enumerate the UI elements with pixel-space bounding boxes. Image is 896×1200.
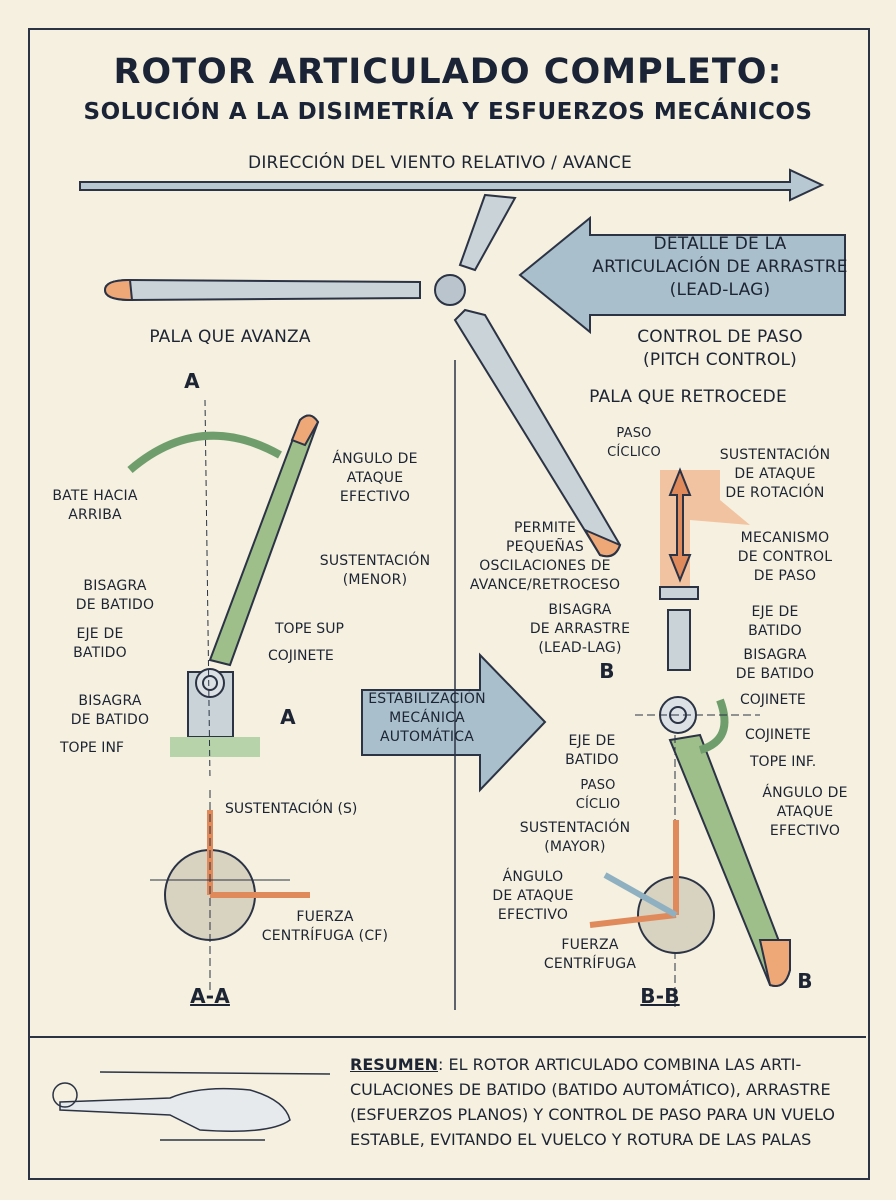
oscillation-label: PERMITE PEQUEÑAS OSCILACIONES DE AVANCE/… [469,520,621,593]
section-a-marker-side: A [280,705,296,729]
bearing-label-right-2: COJINETE [745,727,811,743]
summary-body: : EL ROTOR ARTICULADO COMBINA LAS ARTI-C… [350,1055,835,1149]
section-b-title: B-B [640,984,680,1008]
flap-axis-label-right-1: EJE DE BATIDO [748,604,802,639]
flap-hinge-label-right: BISAGRA DE BATIDO [735,647,815,682]
lift-less-label: SUSTENTACIÓN (MENOR) [319,553,431,588]
section-b-marker-bottom: B [797,969,813,993]
pitch-control-label: CONTROL DE PASO (PITCH CONTROL) [637,327,803,370]
retreating-blade-label: PALA QUE RETROCEDE [589,387,787,407]
cf-label-right: FUERZA CENTRÍFUGA [543,937,637,972]
stabilization-label: ESTABILIZACIÓN MECÁNICA AUTOMÁTICA [368,691,486,745]
bottom-stop-label-right: TOPE INF. [750,754,817,770]
rotor-hub [434,274,466,306]
lift-s-label: SUSTENTACIÓN (S) [225,801,358,817]
cyclic-label-2: PASO CÍCLIO [575,778,621,812]
section-b-marker-top: B [599,659,615,683]
bearing-label-right-1: COJINETE [740,692,806,708]
detail-label: DETALLE DE LA ARTICULACIÓN DE ARRASTRE (… [592,234,848,300]
helicopter-illustration [52,1071,331,1141]
lift-more-label: SUSTENTACIÓN (MAYOR) [519,820,631,855]
flap-up-label: BATE HACIA ARRIBA [52,488,138,523]
bottom-stop-label-left: TOPE INF [60,740,124,756]
flap-axis-label-right-2: EJE DE BATIDO [565,733,619,768]
aoa-label-right-2: ÁNGULO DE ATAQUE EFECTIVO [492,869,574,923]
flap-hinge-left [195,668,225,698]
outer-frame [28,28,870,1180]
wind-arrow [79,168,825,202]
top-blade [458,193,517,272]
cf-label-left: FUERZA CENTRÍFUGA (CF) [261,909,389,944]
summary-frame [28,1036,866,1178]
advancing-blade-label: PALA QUE AVANZA [149,327,311,347]
lift-double-arrow [668,467,692,583]
section-a-marker-top: A [184,369,200,393]
title-line-1: ROTOR ARTICULADO COMPLETO: [113,52,783,92]
aoa-label-right-1: ÁNGULO DE ATAQUE EFECTIVO [762,785,848,839]
top-stop-label: TOPE SUP [275,621,344,637]
flap-arrow-left [127,431,282,474]
pitch-mechanism [667,609,691,671]
flap-hinge-label-2: BISAGRA DE BATIDO [70,693,150,728]
wind-label: DIRECCIÓN DEL VIENTO RELATIVO / AVANCE [248,153,632,173]
stabilization-arrow [361,652,547,793]
title-line-2: SOLUCIÓN A LA DISIMETRÍA Y ESFUERZOS MEC… [83,99,813,125]
summary-text: RESUMEN: EL ROTOR ARTICULADO COMBINA LAS… [350,1052,860,1152]
flap-axis-label: EJE DE BATIDO [73,626,127,661]
section-a-title: A-A [190,984,230,1008]
lag-hinge-label: BISAGRA DE ARRASTRE (LEAD-LAG) [529,602,631,656]
aoa-label-left: ÁNGULO DE ATAQUE EFECTIVO [332,451,418,505]
summary-label: RESUMEN [350,1055,439,1074]
advancing-blade [103,278,421,302]
lift-rotation-label: SUSTENTACIÓN DE ATAQUE DE ROTACIÓN [719,447,831,501]
bearing-label-left: COJINETE [268,648,334,664]
detail-arrow [518,215,846,335]
pitch-mechanism-label: MECANISMO DE CONTROL DE PASO [737,530,833,584]
cyclic-label-1: PASO CÍCLICO [607,426,661,460]
flap-hinge-label-1: BISAGRA DE BATIDO [75,578,155,613]
